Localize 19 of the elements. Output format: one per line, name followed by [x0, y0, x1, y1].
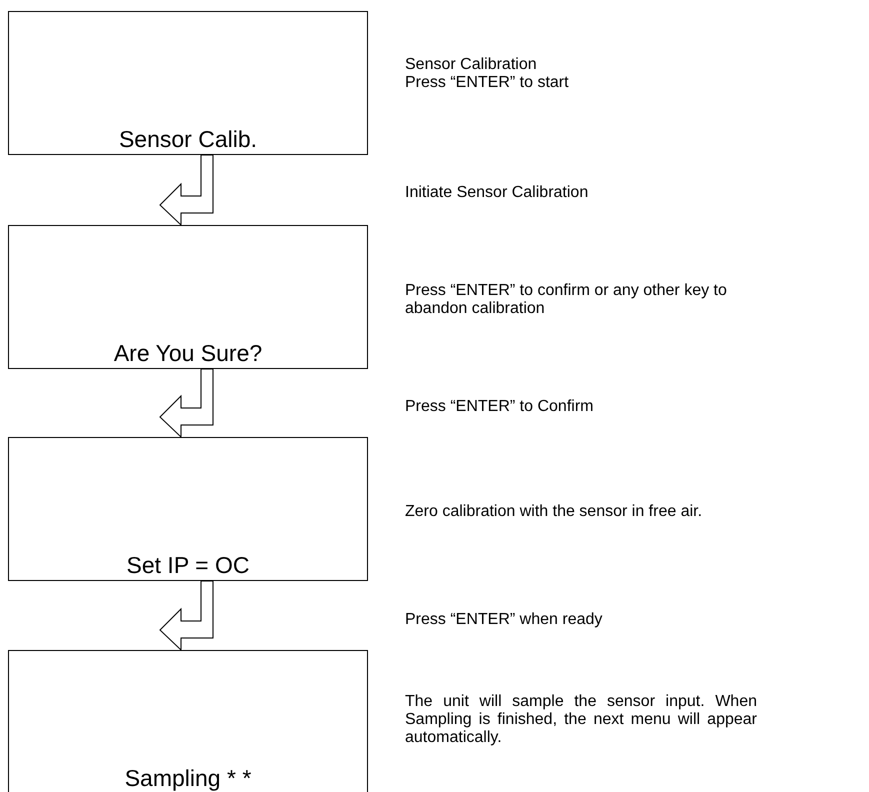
- description-text: Press “ENTER” to confirm or any other key to abandon calibration: [405, 282, 728, 318]
- description-text: The unit will sample the sensor input. When Sampling is finished, the next menu will appear automatically.: [405, 693, 757, 747]
- enter-block-arrow: [159, 580, 214, 652]
- description-text: Press “ENTER” to start: [405, 74, 570, 92]
- description-text: Sensor Calibration: [405, 56, 538, 74]
- instruction-text: Initiate Sensor Calibration: [405, 184, 588, 202]
- display-screen: [8, 437, 368, 581]
- display-screen: [8, 650, 368, 792]
- display-text: Sampling * *: [124, 765, 252, 791]
- instruction-text: Press “ENTER” to Confirm: [405, 398, 594, 416]
- display-screen: [8, 225, 368, 369]
- display-text: Sensor Calib.: [118, 126, 258, 152]
- enter-block-arrow: [159, 154, 214, 226]
- description-text: Zero calibration with the sensor in free air.: [405, 503, 704, 521]
- instruction-text: Press “ENTER” when ready: [405, 611, 602, 629]
- display-screen: [8, 11, 368, 155]
- display-text: Set IP = OC: [126, 552, 250, 578]
- display-text: Are You Sure?: [112, 340, 264, 366]
- enter-block-arrow: [159, 368, 214, 438]
